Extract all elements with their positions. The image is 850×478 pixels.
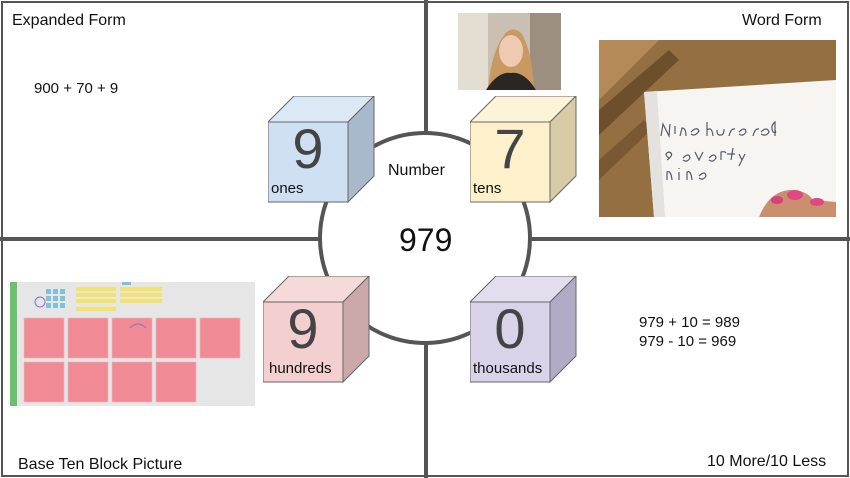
ones-cube: 9 ones: [268, 96, 376, 204]
webcam-video: [458, 13, 561, 90]
hundreds-cube: 9 hundreds: [263, 276, 371, 384]
expanded-form-title: Expanded Form: [12, 12, 126, 29]
base-ten-title: Base Ten Block Picture: [18, 456, 183, 473]
ten-less-line: 979 - 10 = 969: [639, 333, 737, 350]
hundreds-label: hundreds: [269, 360, 332, 377]
base-ten-block-picture: [10, 274, 255, 406]
expanded-form-value: 900 + 70 + 9: [34, 80, 119, 97]
number-label: Number: [388, 162, 445, 179]
thousands-label: thousands: [473, 360, 543, 377]
thousands-digit: 0: [494, 297, 526, 360]
ten-more-less-title: 10 More/10 Less: [707, 453, 827, 470]
ones-label: ones: [271, 180, 304, 197]
tens-digit: 7: [494, 117, 526, 180]
hundreds-digit: 9: [287, 297, 319, 360]
ten-more-line: 979 + 10 = 989: [639, 314, 740, 331]
word-form-title: Word Form: [742, 12, 822, 29]
ones-digit: 9: [292, 117, 324, 180]
word-form-photo: [599, 40, 836, 217]
number-value: 979: [399, 222, 453, 258]
tens-label: tens: [473, 180, 502, 197]
tens-cube: 7 tens: [470, 96, 578, 204]
thousands-cube: 0 thousands: [470, 276, 578, 384]
